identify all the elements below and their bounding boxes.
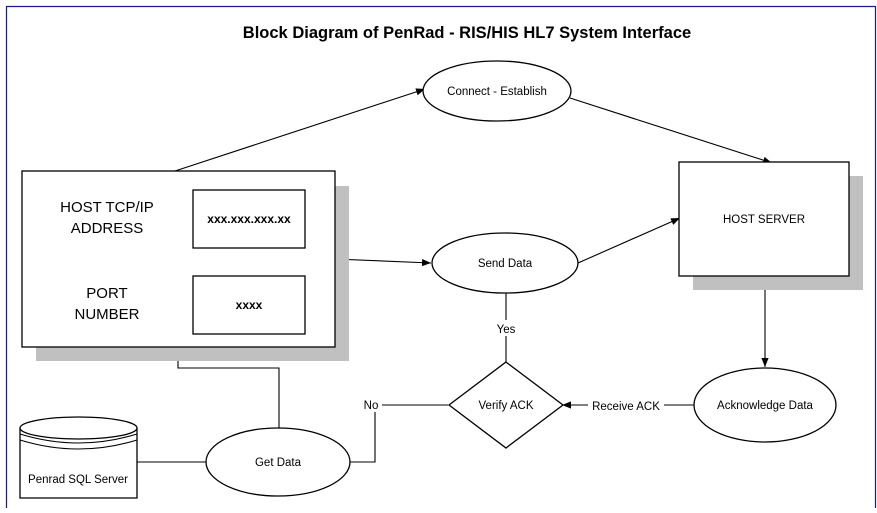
- port-number-field: [192, 275, 306, 335]
- yes-label-backing: [494, 320, 520, 336]
- port-label-line1: PORT: [86, 285, 127, 302]
- send-data-label: Send Data: [478, 258, 533, 270]
- host-label-line2: ADDRESS: [71, 220, 144, 237]
- receive-ack-label: Receive ACK: [592, 401, 660, 413]
- yes-label: Yes: [497, 324, 516, 336]
- receive-ack-label-backing: [588, 397, 664, 413]
- connect-establish-node: [422, 60, 572, 122]
- edge-verify-to-get-data: [349, 404, 448, 463]
- get-data-node: [205, 427, 351, 497]
- host-label-line1: HOST TCP/IP: [60, 199, 154, 216]
- host-address-value: xxx.xxx.xxx.xx: [207, 212, 291, 226]
- edge-left-box-to-connect: [174, 88, 426, 172]
- port-label-line2: NUMBER: [74, 306, 139, 323]
- no-label: No: [364, 400, 379, 412]
- diagram-title: Block Diagram of PenRad - RIS/HIS HL7 Sy…: [243, 24, 691, 42]
- acknowledge-data-label: Acknowledge Data: [717, 400, 813, 412]
- host-address-field: [192, 189, 306, 249]
- edge-send-to-host-server: [577, 217, 681, 264]
- port-number-value: xxxx: [236, 298, 263, 312]
- acknowledge-data-node: [693, 367, 837, 443]
- get-data-label: Get Data: [255, 457, 302, 469]
- edge-connect-to-host-server: [569, 97, 773, 164]
- database-cylinder-icon: [19, 416, 138, 499]
- edge-left-box-to-send: [333, 258, 432, 267]
- verify-ack-node: [447, 361, 565, 449]
- connect-establish-label: Connect - Establish: [447, 86, 547, 98]
- no-label-backing: [360, 396, 382, 412]
- host-server-label: HOST SERVER: [723, 214, 805, 226]
- sql-server-label: Penrad SQL Server: [28, 474, 128, 486]
- send-data-node: [431, 232, 579, 294]
- verify-ack-label: Verify ACK: [479, 400, 534, 412]
- host-server-box: [678, 161, 850, 277]
